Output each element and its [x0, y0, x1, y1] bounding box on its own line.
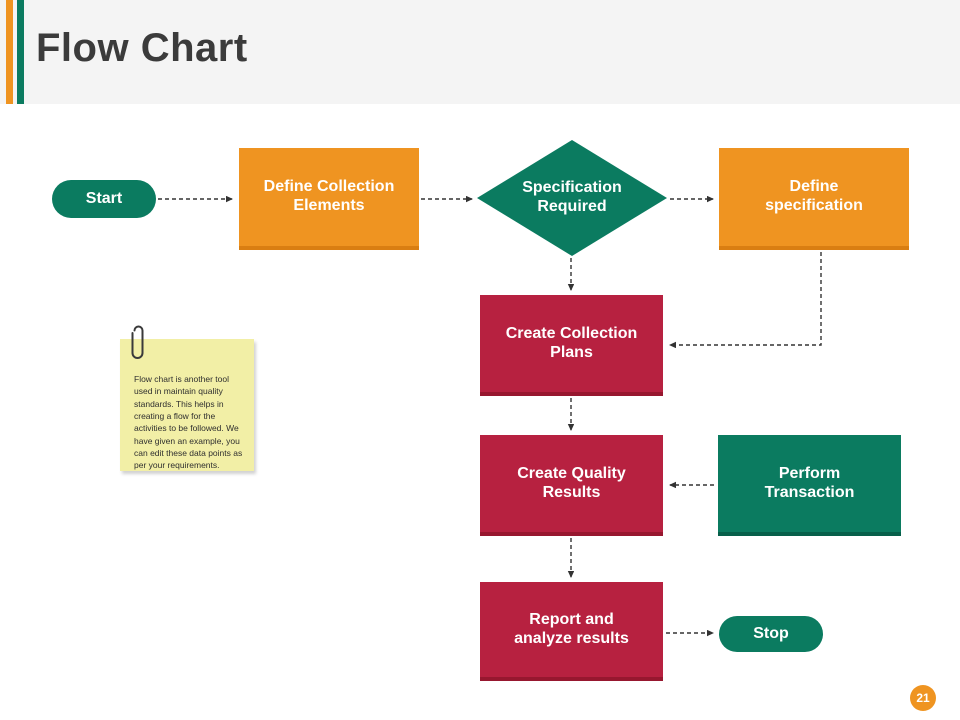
node-define-specification-label: Define specification	[765, 178, 863, 214]
sticky-note-text: Flow chart is another tool used in maint…	[134, 374, 243, 471]
accent-stripe-orange	[6, 0, 13, 104]
node-specification-required-label: Specification Required	[522, 179, 622, 215]
node-report-analyze-results[interactable]: Report and analyze results	[480, 582, 663, 681]
sticky-note	[120, 339, 254, 471]
edge-define-spec-to-create-plans	[669, 252, 822, 349]
node-create-collection-plans[interactable]: Create Collection Plans	[480, 295, 663, 396]
header-bar: Flow Chart	[0, 0, 960, 104]
node-perform-transaction-label: Perform Transaction	[764, 464, 855, 501]
paperclip-icon	[131, 325, 144, 359]
node-stop[interactable]: Stop	[719, 616, 823, 652]
node-perform-transaction[interactable]: Perform Transaction	[718, 435, 901, 536]
node-stop-label: Stop	[753, 624, 789, 642]
node-create-collection-plans-label: Create Collection Plans	[505, 324, 638, 361]
node-define-collection-elements[interactable]: Define Collection Elements	[239, 148, 419, 250]
accent-stripe-green	[17, 0, 24, 104]
node-define-specification[interactable]: Define specification	[719, 148, 909, 250]
node-start-label: Start	[85, 189, 123, 207]
page-number-badge: 21	[910, 685, 936, 711]
node-specification-required[interactable]: Specification Required	[477, 140, 667, 256]
page-title: Flow Chart	[36, 26, 248, 70]
node-define-collection-elements-label: Define Collection Elements	[263, 178, 395, 214]
node-create-quality-results[interactable]: Create Quality Results	[480, 435, 663, 536]
node-start[interactable]: Start	[52, 180, 156, 218]
node-report-analyze-results-label: Report and analyze results	[514, 610, 629, 647]
node-create-quality-results-label: Create Quality Results	[517, 464, 626, 501]
